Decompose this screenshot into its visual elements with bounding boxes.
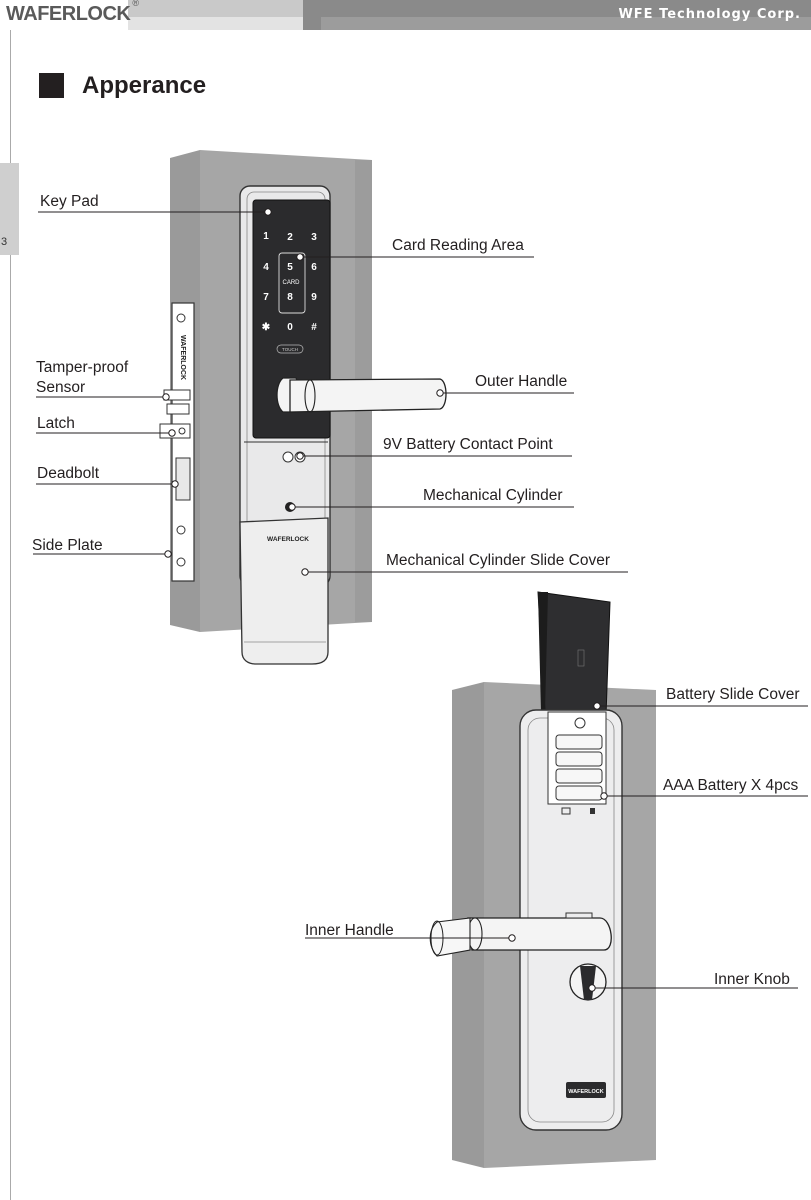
inner-handle — [429, 912, 612, 957]
label-deadbolt: Deadbolt — [37, 465, 100, 482]
label-aaa-battery: AAA Battery X 4pcs — [663, 777, 799, 794]
header-band-light — [128, 0, 303, 17]
header-logo-area — [0, 0, 128, 30]
header-band-dark-lower — [321, 17, 811, 30]
svg-text:2: 2 — [287, 232, 293, 243]
label-inner-knob: Inner Knob — [714, 971, 790, 988]
label-battery-contact: 9V Battery Contact Point — [383, 436, 553, 453]
cover-logo: WAFERLOCK — [267, 536, 309, 543]
battery-slide-cover-shape — [537, 591, 611, 717]
svg-text:TOUCH: TOUCH — [282, 347, 298, 352]
section-bullet-square — [39, 73, 64, 98]
svg-text:✱: ✱ — [262, 322, 271, 333]
label-cylinder-cover: Mechanical Cylinder Slide Cover — [386, 552, 610, 569]
svg-text:0: 0 — [287, 322, 293, 333]
side-plate: WAFERLOCK — [171, 302, 195, 582]
brand-logo: WAFERLOCK® — [6, 0, 139, 25]
svg-text:9: 9 — [311, 292, 317, 303]
header-band-light-lower — [128, 17, 321, 30]
svg-text:3: 3 — [311, 232, 317, 243]
outer-lower-body: WAFERLOCK — [239, 441, 329, 665]
label-outer-handle: Outer Handle — [475, 373, 568, 390]
margin-rule — [10, 30, 11, 1200]
label-inner-handle: Inner Handle — [305, 922, 394, 939]
label-tamper-line2: Sensor — [36, 379, 86, 396]
inner-logo-plate: WAFERLOCK — [566, 1082, 606, 1098]
page-number: 3 — [1, 236, 8, 248]
svg-text:#: # — [311, 322, 317, 333]
leader-lines — [33, 211, 808, 989]
outer-handle — [276, 377, 447, 413]
label-card-reading-area: Card Reading Area — [392, 237, 524, 254]
label-battery-slide-cover: Battery Slide Cover — [666, 686, 800, 703]
page-tab — [0, 163, 19, 255]
svg-text:1: 1 — [263, 231, 269, 242]
inner-logo: WAFERLOCK — [568, 1089, 603, 1095]
inner-knob — [569, 963, 607, 1001]
section-title: Apperance — [82, 72, 207, 99]
label-key-pad: Key Pad — [40, 193, 99, 210]
keypad: 1 2 3 4 5 6 7 8 9 ✱ 0 # CARD TOUCH — [262, 231, 317, 354]
label-mechanical-cylinder: Mechanical Cylinder — [423, 487, 563, 504]
svg-text:4: 4 — [263, 262, 269, 273]
label-side-plate: Side Plate — [32, 537, 103, 554]
svg-text:7: 7 — [263, 292, 269, 303]
company-name: WFE Technology Corp. — [618, 7, 801, 22]
label-latch: Latch — [37, 415, 75, 432]
svg-text:5: 5 — [287, 262, 293, 273]
side-plate-logo: WAFERLOCK — [179, 335, 186, 380]
svg-text:8: 8 — [287, 292, 293, 303]
label-tamper-line1: Tamper-proof — [36, 359, 129, 376]
page-header: WAFERLOCK® WFE Technology Corp. — [0, 0, 811, 30]
svg-text:CARD: CARD — [282, 280, 300, 286]
leader-dots — [162, 208, 608, 992]
svg-text:6: 6 — [311, 262, 317, 273]
